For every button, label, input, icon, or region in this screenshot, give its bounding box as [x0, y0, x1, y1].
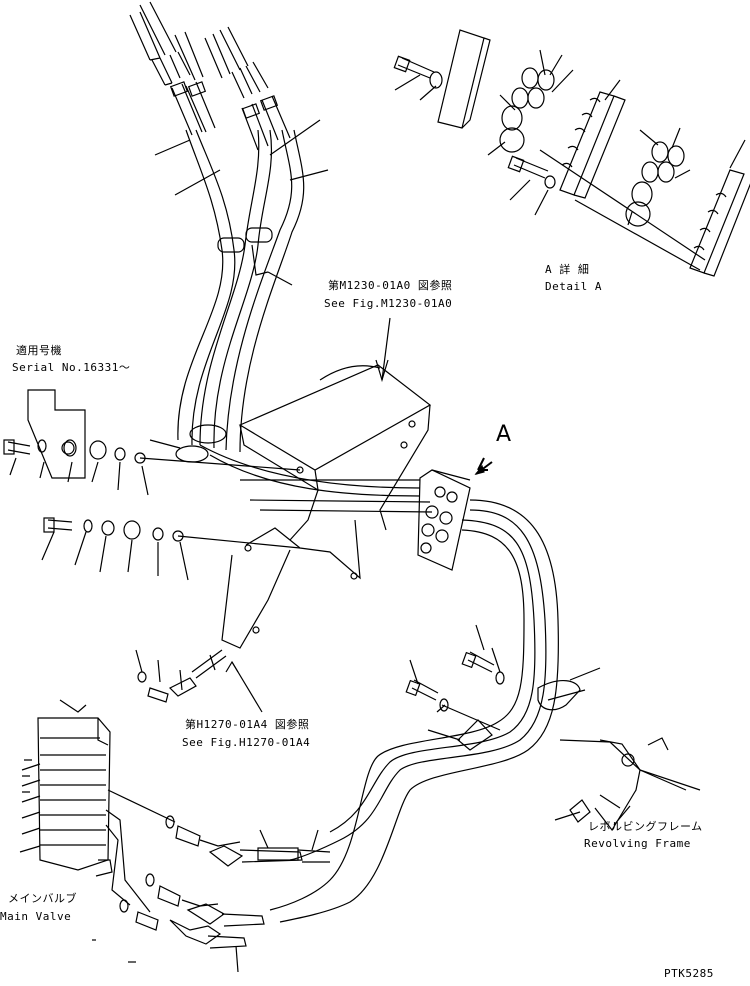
main-valve-label-jp: メインバルブ	[8, 892, 77, 905]
top-hose-bundle	[129, 1, 329, 453]
hose-end-fittings	[169, 81, 291, 151]
bottom-fittings	[92, 649, 331, 973]
serial-label-en: Serial No.16331〜	[12, 361, 131, 374]
detail-a-label-jp: A 詳 細	[545, 263, 590, 276]
revolving-frame-label-jp: レボルビングフレーム	[588, 820, 703, 833]
page-code: PTK5285	[664, 967, 714, 980]
long-hoses-right	[269, 499, 601, 923]
fig-h1270-label-en: See Fig.H1270-01A4	[182, 736, 311, 749]
valve-block	[417, 457, 493, 571]
fig-h1270-label-jp: 第H1270-01A4 図参照	[185, 718, 310, 731]
revolving-frame-label-en: Revolving Frame	[584, 837, 691, 850]
serial-label-jp: 適用号機	[16, 344, 62, 357]
fig-m1230-label-jp: 第M1230-01A0 図参照	[328, 279, 453, 292]
main-valve-label-en: Main Valve	[0, 910, 72, 923]
clamp-bolts	[405, 624, 505, 751]
cover-bracket-assembly	[149, 364, 433, 649]
detail-a-drawing	[393, 29, 750, 277]
callout-leaders	[225, 317, 631, 826]
hose-fittings-upper-left	[129, 1, 269, 99]
serial-inset	[3, 389, 301, 581]
fig-m1230-label-en: See Fig.M1230-01A0	[324, 297, 453, 310]
main-valve	[19, 699, 176, 913]
view-a-label: A	[496, 422, 512, 447]
revolving-frame	[554, 737, 701, 832]
detail-a-label-en: Detail A	[545, 280, 602, 293]
